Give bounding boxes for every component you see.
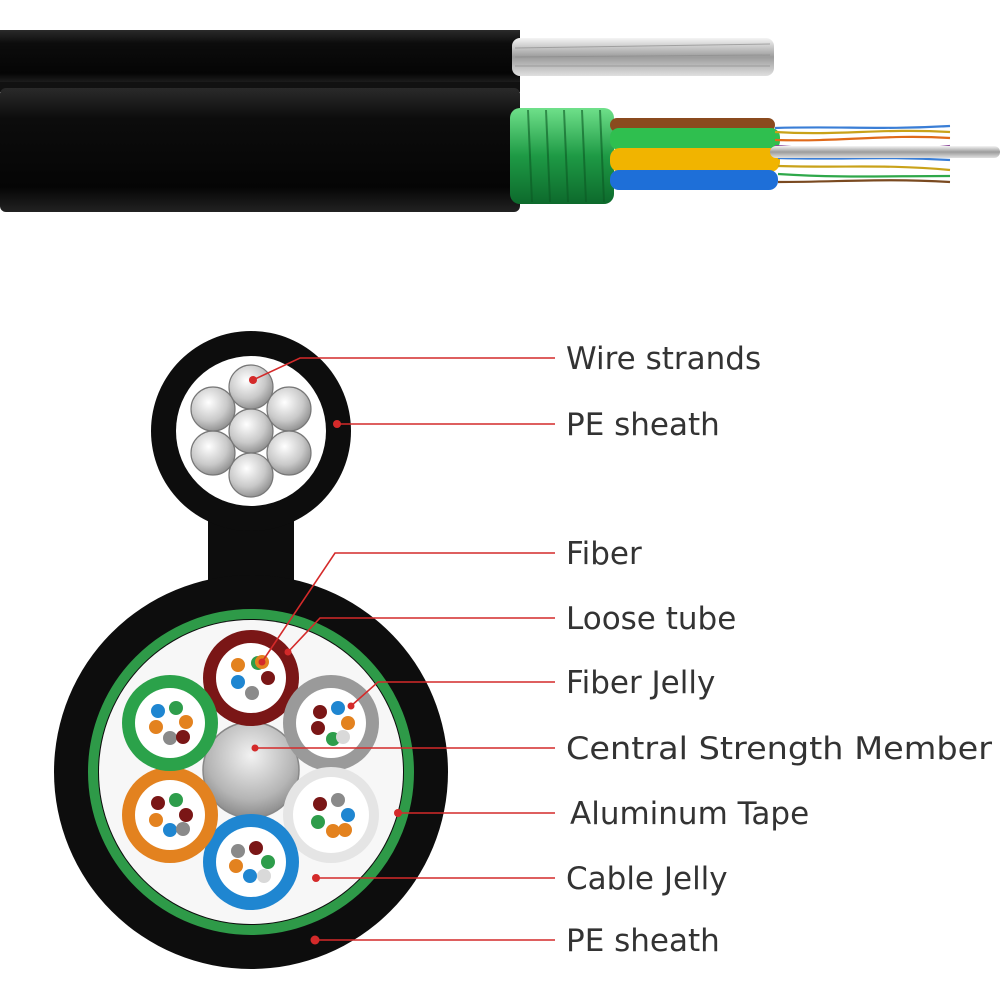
label-loose-tube: Loose tube <box>566 601 736 637</box>
leader-lines <box>252 357 555 941</box>
loose-tube-bottom <box>203 814 299 910</box>
leader-wire-strands <box>252 357 555 381</box>
label-cable-jelly: Cable Jelly <box>566 861 728 897</box>
label-aluminum-tape: Aluminum Tape <box>570 796 809 832</box>
loose-tubes-3d <box>610 118 780 190</box>
leader-dots <box>249 376 402 945</box>
leader-loose-tube <box>287 617 555 653</box>
labels: Wire strands PE sheath Fiber Loose tube … <box>566 341 992 959</box>
leader-fiber-jelly <box>350 681 555 707</box>
aluminum-tape-wrap <box>510 108 614 204</box>
main-cable-sheath <box>0 88 520 212</box>
label-pe-sheath-bottom: PE sheath <box>566 923 720 959</box>
loose-tube-right-lower <box>283 767 379 863</box>
aluminum-tape-ring <box>88 609 414 935</box>
cable-3d-illustration <box>0 30 1000 212</box>
cross-section <box>54 331 448 969</box>
label-fiber-jelly: Fiber Jelly <box>566 665 715 701</box>
central-member-3d <box>770 146 1000 158</box>
loose-tube-left-upper <box>122 675 218 771</box>
loose-tube-right-upper <box>283 675 379 771</box>
messenger-sheath <box>0 30 520 84</box>
loose-tube-left-lower <box>122 767 218 863</box>
label-pe-sheath-top: PE sheath <box>566 407 720 443</box>
wire-strands <box>190 364 312 498</box>
label-fiber: Fiber <box>566 536 642 572</box>
label-wire-strands: Wire strands <box>566 341 761 377</box>
loose-tube-top <box>203 630 299 726</box>
leader-fiber <box>261 552 555 663</box>
label-central-strength-member: Central Strength Member <box>566 731 992 767</box>
